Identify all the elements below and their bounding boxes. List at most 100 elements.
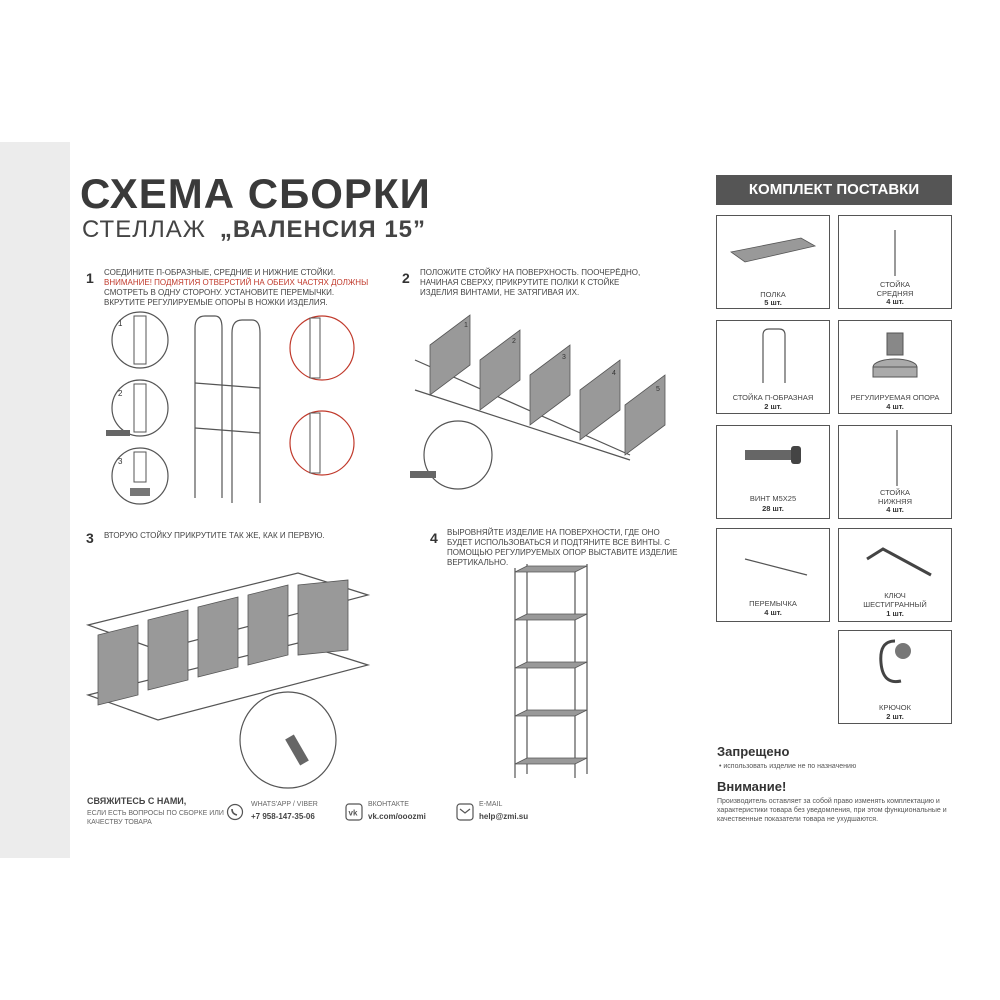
- detail-circle-3: [111, 447, 169, 505]
- hook-icon: [879, 639, 911, 684]
- step-1-number: 1: [86, 270, 94, 286]
- kit-item-label: ВИНТ М5х25: [749, 494, 797, 503]
- shelf-4: [579, 359, 621, 441]
- assembled-shelf-1: [514, 565, 588, 573]
- email-link[interactable]: help@zmi.su: [479, 812, 529, 821]
- assembled-shelf-4: [514, 709, 588, 717]
- kit-item-qty: 5 шт.: [764, 298, 782, 307]
- whatsapp-label: WHATS'APP / VIBER: [251, 801, 318, 808]
- kit-item-qty: 2 шт.: [886, 712, 904, 721]
- vk-link[interactable]: vk.com/ooozmi: [368, 812, 426, 821]
- shelf-2: [479, 329, 521, 411]
- kit-item-shelf: ПОЛКА 5 шт.: [716, 215, 830, 309]
- screw-detail: [106, 430, 130, 436]
- rack-shelf-1: [97, 624, 139, 706]
- u-frame-1: [194, 315, 223, 498]
- step-1-diagram: 1 2 3: [106, 311, 355, 505]
- contact-subtitle: ЕСЛИ ЕСТЬ ВОПРОСЫ ПО СБОРКЕ ИЛИ КАЧЕСТВУ…: [87, 810, 224, 826]
- kit-header: КОМПЛЕКТ ПОСТАВКИ: [716, 175, 952, 205]
- kit-item-qty: 4 шт.: [886, 402, 904, 411]
- shelf-label-1: 1: [464, 322, 468, 329]
- whatsapp-number[interactable]: +7 958-147-35-06: [251, 812, 315, 821]
- kit-item-qty: 2 шт.: [764, 402, 782, 411]
- kit-item-qty: 1 шт.: [886, 609, 904, 618]
- kit-item-crossbar: ПЕРЕМЫЧКА 4 шт.: [716, 528, 830, 622]
- contact-title: СВЯЖИТЕСЬ С НАМИ,: [87, 796, 187, 806]
- kit-item-label: РЕГУЛИРУЕМАЯ ОПОРА: [850, 393, 940, 402]
- left-margin-band: [0, 142, 70, 858]
- hole-detail-1: [309, 317, 321, 379]
- tube-detail-2: [133, 383, 147, 433]
- shelf-1: [429, 314, 471, 396]
- step-1-instruction: СОЕДИНИТЕ П-ОБРАЗНЫЕ, СРЕДНИЕ И НИЖНИЕ С…: [104, 268, 336, 277]
- crossbar-icon: [744, 558, 808, 576]
- svg-text:vk: vk: [349, 809, 358, 818]
- bolt-detail-circle: [239, 691, 337, 789]
- page-title: СХЕМА СБОРКИ: [80, 170, 431, 217]
- kit-item-qty: 4 шт.: [886, 505, 904, 514]
- crossbar-1: [194, 382, 261, 389]
- post-icon: [894, 230, 896, 276]
- bolt-image: [285, 734, 309, 766]
- screw-icon: [745, 446, 801, 464]
- shelf-label-5: 5: [656, 386, 660, 393]
- assembled-shelf-2: [514, 613, 588, 621]
- kit-item-qty: 28 шт.: [762, 504, 784, 513]
- kit-item-qty: 4 шт.: [886, 297, 904, 306]
- kit-item-label: ПЕРЕМЫЧКА: [749, 599, 797, 608]
- tube-detail-1: [133, 315, 147, 365]
- bottom-post-icon: [896, 430, 898, 486]
- detail-circle-1: [111, 311, 169, 369]
- kit-item-u-post: СТОЙКА П-ОБРАЗНАЯ 2 шт.: [716, 320, 830, 414]
- step-4-number: 4: [430, 530, 438, 546]
- callout-3: 3: [118, 457, 123, 466]
- screw-detail-circle: [423, 420, 493, 490]
- step-2-diagram: 1 2 3 4 5: [410, 314, 666, 490]
- vk-icon: vk: [345, 803, 363, 821]
- forbidden-title: Запрещено: [717, 744, 790, 759]
- kit-item-label: КЛЮЧ ШЕСТИГРАННЫЙ: [863, 591, 927, 609]
- rack-shelf-3: [197, 596, 239, 678]
- shelf-label-2: 2: [512, 338, 516, 345]
- phone-icon: [226, 803, 244, 821]
- kit-item-foot: РЕГУЛИРУЕМАЯ ОПОРА 4 шт.: [838, 320, 952, 414]
- rack-shelf-2: [147, 609, 189, 691]
- page-subtitle: СТЕЛЛАЖ„ВАЛЕНСИЯ 15”: [82, 216, 426, 244]
- kit-item-qty: 4 шт.: [764, 608, 782, 617]
- kit-item-label: ПОЛКА: [760, 290, 786, 299]
- step-3-text: ВТОРУЮ СТОЙКУ ПРИКРУТИТЕ ТАК ЖЕ, КАК И П…: [104, 531, 325, 540]
- mail-icon: [456, 803, 474, 821]
- kit-item-screw: ВИНТ М5х25 28 шт.: [716, 425, 830, 519]
- attention-title: Внимание!: [717, 779, 787, 794]
- kit-item-label: КРЮЧОК: [879, 703, 911, 712]
- kit-item-label: СТОЙКА П-ОБРАЗНАЯ: [732, 393, 814, 402]
- rack-shelf-5: [297, 579, 349, 656]
- rack-upright-bottom: [414, 389, 631, 461]
- red-detail-circle-2: [289, 410, 355, 476]
- red-detail-circle-1: [289, 315, 355, 381]
- forbidden-text: • использовать изделие не по назначению: [719, 763, 857, 770]
- step-1-warning: ВНИМАНИЕ! ПОДМЯТИЯ ОТВЕРСТИЙ НА ОБЕИХ ЧА…: [104, 278, 369, 287]
- kit-item-hook: КРЮЧОК 2 шт.: [838, 630, 952, 724]
- step-2-number: 2: [402, 270, 410, 286]
- callout-2: 2: [118, 389, 123, 398]
- step-3-diagram: [85, 572, 371, 789]
- foot-detail: [130, 488, 150, 496]
- shelf-5: [624, 374, 666, 456]
- subtitle-prefix: СТЕЛЛАЖ: [82, 216, 206, 243]
- step-3-number: 3: [86, 530, 94, 546]
- tube-detail-3: [133, 451, 147, 483]
- hole-detail-2: [309, 412, 321, 474]
- screw-image: [410, 471, 436, 478]
- step-1-instruction-cont: СМОТРЕТЬ В ОДНУ СТОРОНУ. УСТАНОВИТЕ ПЕРЕ…: [104, 288, 335, 307]
- shelf-label-4: 4: [612, 370, 616, 377]
- step-1-text: СОЕДИНИТЕ П-ОБРАЗНЫЕ, СРЕДНИЕ И НИЖНИЕ С…: [104, 268, 374, 308]
- u-frame-2: [231, 319, 261, 503]
- step-4-text: ВЫРОВНЯЙТЕ ИЗДЕЛИЕ НА ПОВЕРХНОСТИ, ГДЕ О…: [447, 528, 678, 567]
- detail-circle-2: [111, 379, 169, 437]
- attention-text: Производитель оставляет за собой право и…: [717, 798, 947, 823]
- shelf-icon: [730, 237, 817, 263]
- vk-label: ВКОНТАКТЕ: [368, 801, 409, 808]
- kit-item-hex-key: КЛЮЧ ШЕСТИГРАННЫЙ 1 шт.: [838, 528, 952, 622]
